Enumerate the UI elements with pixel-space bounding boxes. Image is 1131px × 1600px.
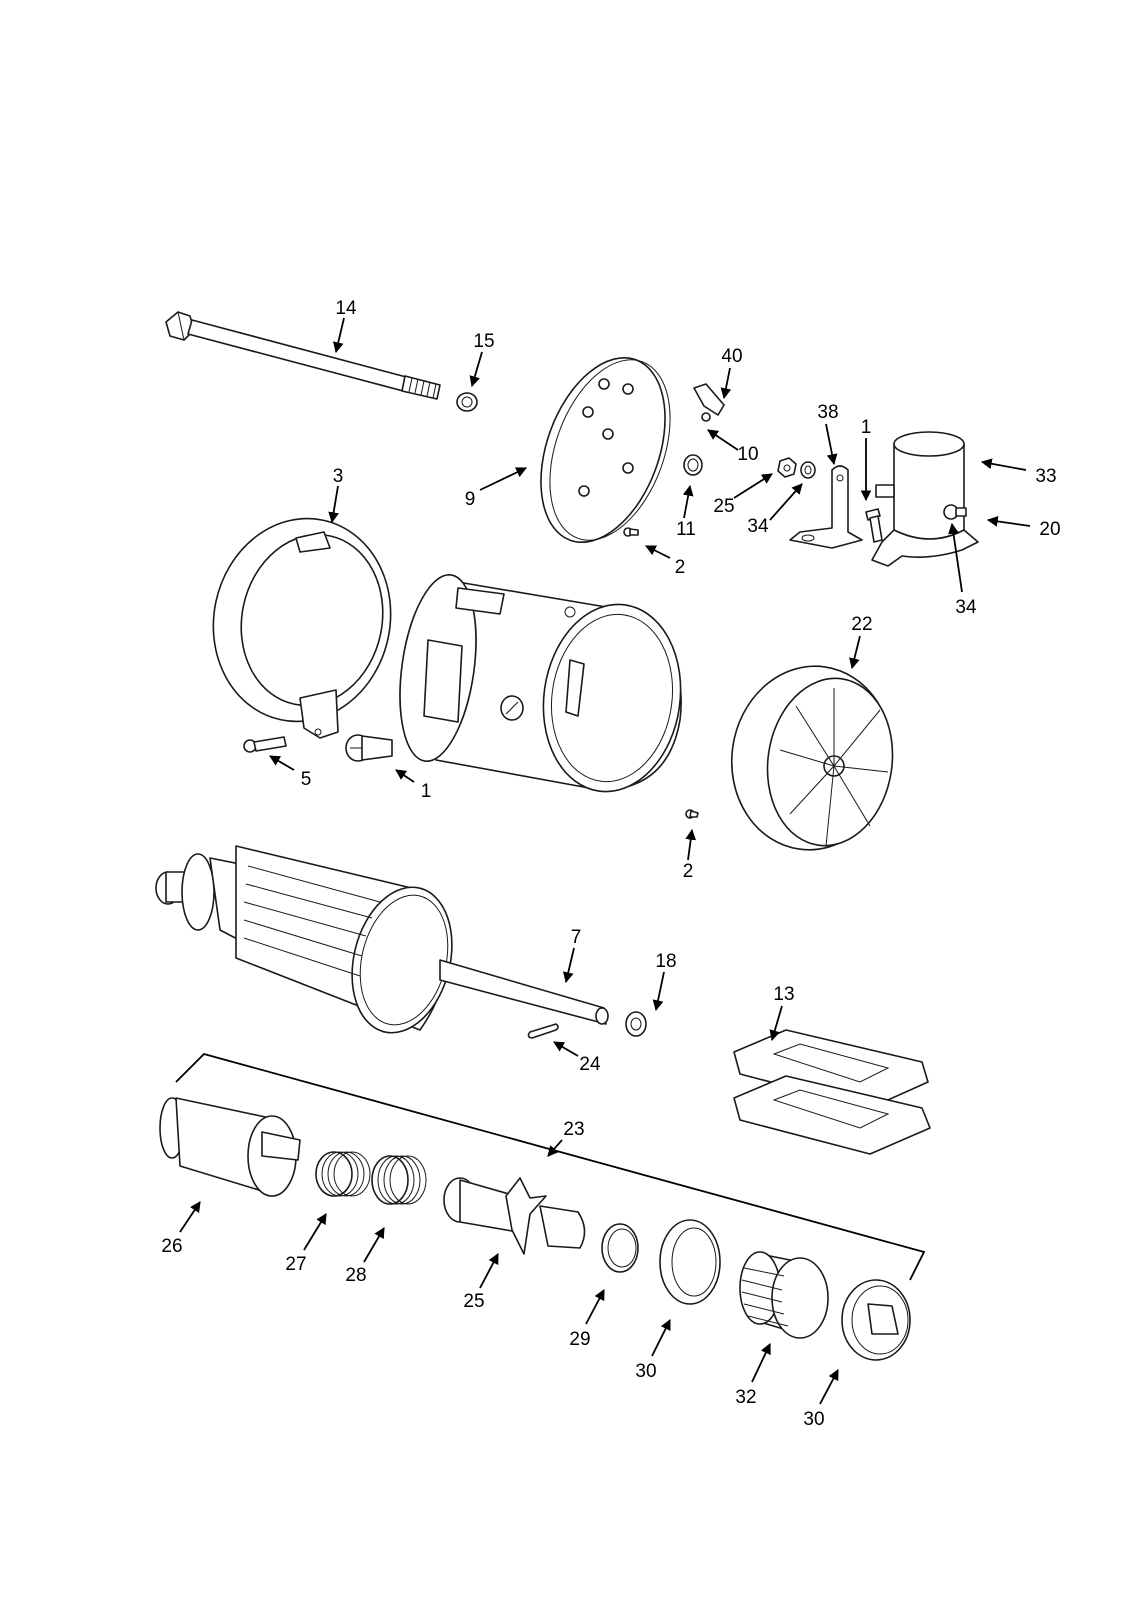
leader-arrow <box>685 828 697 861</box>
callout-label: 2 <box>683 861 694 882</box>
leader-arrow <box>825 423 838 466</box>
small-screw-part <box>685 809 699 819</box>
thrust-washer-part <box>625 1011 647 1037</box>
retaining-ring-part <box>601 1223 639 1273</box>
callout-label: 30 <box>635 1361 656 1382</box>
leader-arrow <box>819 1369 839 1405</box>
leader-arrow <box>179 1201 201 1233</box>
callout-label: 22 <box>851 614 872 635</box>
end-cover-part <box>730 665 894 851</box>
leader-arrow <box>720 367 732 400</box>
leader-arrow <box>269 755 295 771</box>
callout-label: 24 <box>579 1054 601 1075</box>
leader-arrow <box>769 483 803 521</box>
callout-label: 25 <box>713 496 734 517</box>
callout-label: 25 <box>463 1291 484 1312</box>
end-bush-part <box>841 1279 911 1361</box>
leader-arrow <box>469 351 483 388</box>
callout-label: 15 <box>473 331 494 352</box>
callout-label: 38 <box>817 402 838 423</box>
screw-part <box>243 736 287 753</box>
callout-label: 18 <box>655 951 676 972</box>
leader-arrow <box>395 769 415 783</box>
leader-arrow <box>332 317 345 354</box>
pinion-part <box>443 1177 586 1255</box>
leader-arrow <box>328 485 339 524</box>
callout-label: 29 <box>569 1329 590 1350</box>
assembly-group-bracket <box>175 1052 926 1281</box>
threaded-sleeve-part <box>739 1251 829 1339</box>
callout-label: 32 <box>735 1387 756 1408</box>
end-plate-part <box>540 356 671 544</box>
callout-label: 13 <box>773 984 794 1005</box>
leader-arrow <box>986 516 1031 527</box>
callout-label: 1 <box>421 781 432 802</box>
leader-arrow <box>585 1289 605 1325</box>
leader-arrow <box>980 458 1027 471</box>
leader-arrow <box>479 1253 499 1289</box>
yoke-housing-part <box>399 573 682 793</box>
pole-screw-part <box>345 734 393 762</box>
leader-arrow <box>553 1041 579 1057</box>
leader-arrow <box>733 473 773 499</box>
callout-label: 2 <box>675 557 686 578</box>
split-washer-part <box>456 392 478 412</box>
callout-label: 34 <box>747 516 769 537</box>
leader-arrow <box>303 1213 327 1251</box>
callout-label: 27 <box>285 1254 306 1275</box>
field-band-part <box>212 517 392 739</box>
leader-arrow <box>707 429 739 451</box>
small-screw-part <box>623 527 639 537</box>
circlip-part <box>683 454 703 476</box>
bolt-part <box>865 508 883 543</box>
leader-arrow <box>948 522 963 593</box>
callout-label: 9 <box>465 489 476 510</box>
l-bracket-part <box>789 465 863 549</box>
callout-label: 1 <box>861 417 872 438</box>
lock-washer-part <box>800 461 816 479</box>
callout-label: 7 <box>571 927 582 948</box>
callout-label: 10 <box>737 444 758 465</box>
through-bolt-part <box>165 311 441 400</box>
callout-label: 23 <box>563 1119 584 1140</box>
callout-label: 34 <box>955 597 977 618</box>
bush-ring-part <box>659 1219 721 1305</box>
gasket-part <box>733 1029 931 1155</box>
leader-arrow <box>651 1319 671 1357</box>
callout-label: 3 <box>333 466 344 487</box>
callout-label: 5 <box>301 769 312 790</box>
callout-label: 14 <box>335 298 357 319</box>
callout-label: 28 <box>345 1265 366 1286</box>
callout-label: 33 <box>1035 466 1056 487</box>
armature-part <box>155 845 609 1034</box>
leader-arrow <box>363 1227 385 1263</box>
leader-arrow <box>849 635 861 670</box>
spring-part <box>315 1151 371 1197</box>
leader-arrow <box>547 1139 563 1157</box>
callout-label: 11 <box>676 519 696 540</box>
leader-arrow <box>562 947 575 984</box>
leader-arrow <box>652 971 665 1012</box>
leader-arrow <box>479 467 527 491</box>
terminal-clip-part <box>693 383 725 422</box>
leader-arrow <box>645 545 671 559</box>
leader-arrow <box>682 484 694 519</box>
spring-part <box>371 1155 427 1205</box>
leader-arrow <box>751 1343 771 1383</box>
solenoid-part <box>871 431 979 567</box>
nut-part <box>777 457 797 478</box>
callout-label: 40 <box>721 346 742 367</box>
callout-label: 30 <box>803 1409 824 1430</box>
pinion-barrel-part <box>159 1097 301 1197</box>
leader-arrow <box>769 1005 783 1042</box>
callout-label: 20 <box>1039 519 1060 540</box>
split-pin-part <box>527 1023 559 1039</box>
callout-label: 26 <box>161 1236 182 1257</box>
